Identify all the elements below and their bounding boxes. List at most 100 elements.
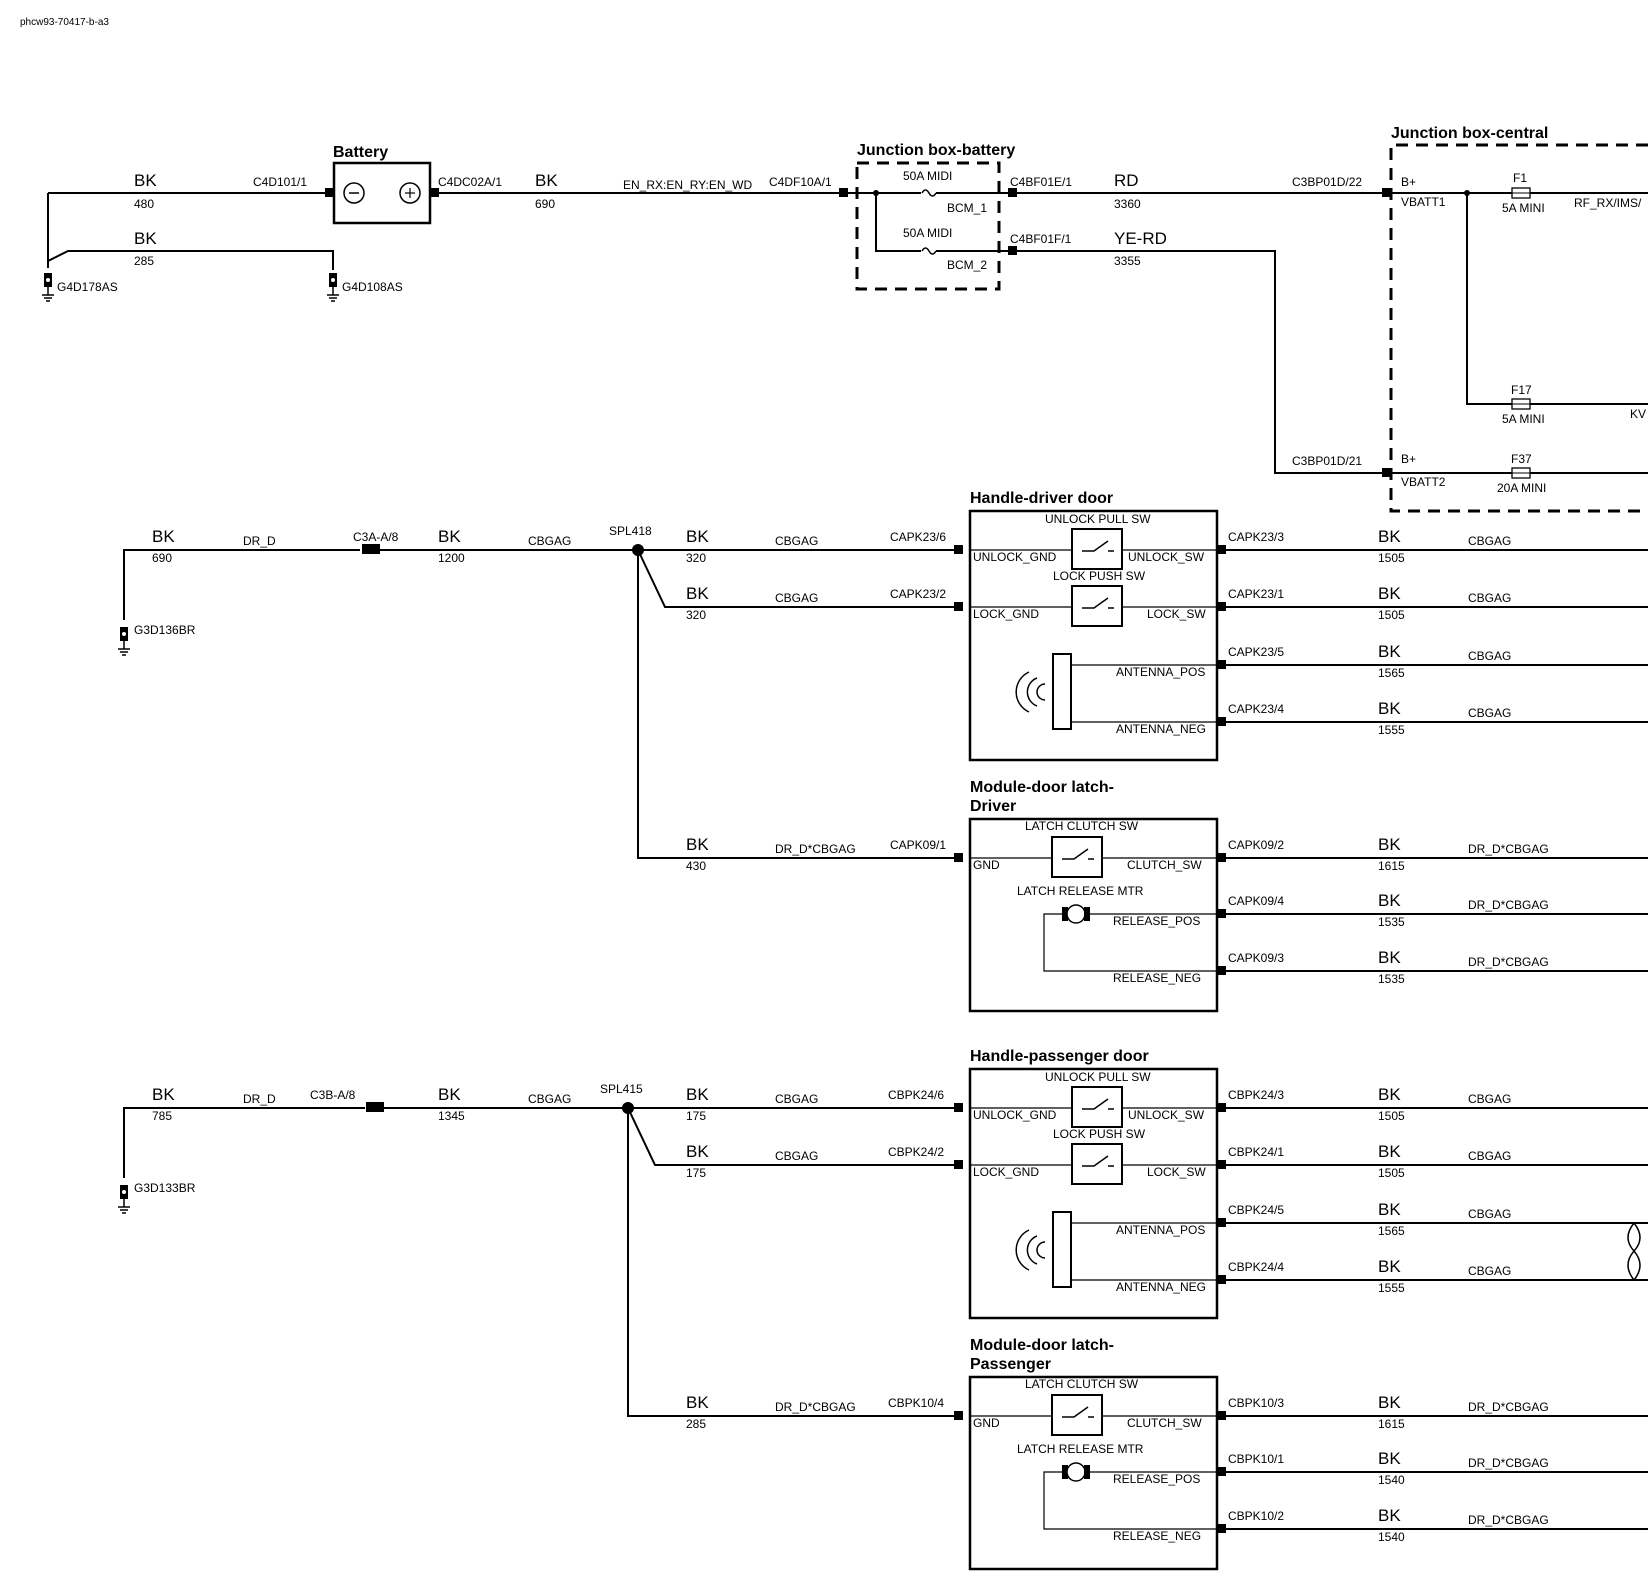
wire-number: 1540 xyxy=(1378,1473,1405,1487)
wire-color: BK xyxy=(1378,1257,1401,1276)
wire-color: BK xyxy=(134,171,157,190)
wire-number: 1535 xyxy=(1378,915,1405,929)
wire-color: BK xyxy=(686,527,709,546)
lock-switch-icon xyxy=(1071,585,1123,627)
pin-function: LOCK_SW xyxy=(1147,607,1206,621)
wire-number: 1555 xyxy=(1378,1281,1405,1295)
switch-label: LATCH CLUTCH SW xyxy=(1025,1377,1139,1391)
wire-color: BK xyxy=(686,835,709,854)
wire-number: 785 xyxy=(152,1109,172,1123)
circuit-code: DR_D*CBGAG xyxy=(775,1400,856,1414)
pin-label: CBPK10/1 xyxy=(1228,1452,1284,1466)
wire-color: BK xyxy=(1378,584,1401,603)
wire-color: BK xyxy=(686,1393,709,1412)
wire-number: 320 xyxy=(686,608,706,622)
circuit-code: DR_D*CBGAG xyxy=(1468,1400,1549,1414)
pin-label: CAPK09/2 xyxy=(1228,838,1284,852)
wire-color: BK xyxy=(152,1085,175,1104)
clutch-switch-icon xyxy=(1051,1394,1103,1436)
switch-label: LATCH CLUTCH SW xyxy=(1025,819,1139,833)
motor-label: LATCH RELEASE MTR xyxy=(1017,1442,1144,1456)
pin-function: ANTENNA_POS xyxy=(1116,1223,1205,1237)
pin-label: CAPK23/4 xyxy=(1228,702,1284,716)
handle-passenger-door-box xyxy=(968,1067,1219,1320)
passenger-door-section: G3D133BR BK 785 DR_D C3B-A/8 BK 1345 CBG… xyxy=(117,1048,1648,1571)
wire-number: 285 xyxy=(686,1417,706,1431)
pin-label: CAPK23/5 xyxy=(1228,645,1284,659)
wire-number: 1540 xyxy=(1378,1530,1405,1544)
wire-color: BK xyxy=(1378,1085,1401,1104)
battery-title: Battery xyxy=(333,144,388,161)
pin-label: CAPK23/3 xyxy=(1228,530,1284,544)
circuit-code: CBGAG xyxy=(1468,1092,1511,1106)
circuit-code: DR_D xyxy=(243,534,276,548)
wire-color: BK xyxy=(438,1085,461,1104)
pin-function: RELEASE_POS xyxy=(1113,1472,1200,1486)
wire-number: 320 xyxy=(686,551,706,565)
pin-label: C3BP01D/22 xyxy=(1292,175,1362,189)
splice-label: SPL415 xyxy=(600,1082,643,1096)
pin-function: GND xyxy=(973,1416,1000,1430)
pin-function: ANTENNA_NEG xyxy=(1116,1280,1206,1294)
circuit-code: CBGAG xyxy=(1468,1207,1511,1221)
latch-passenger-title: Passenger xyxy=(970,1356,1051,1373)
motor-icon xyxy=(1062,1462,1090,1482)
pin-label: C4BF01E/1 xyxy=(1010,175,1072,189)
driver-door-section: 690 G3D136BR BK 690 DR_D C3A-A/8 BK 1200… xyxy=(117,490,1648,1013)
wire-color: YE-RD xyxy=(1114,229,1167,248)
pin-function: ANTENNA_NEG xyxy=(1116,722,1206,736)
wire-color: BK xyxy=(1378,699,1401,718)
pin-label: C3BP01D/21 xyxy=(1292,454,1362,468)
pin-function: UNLOCK_GND xyxy=(973,1108,1057,1122)
switch-label: LOCK PUSH SW xyxy=(1053,569,1146,583)
wire-color: BK xyxy=(1378,527,1401,546)
pin-label: CAPK09/1 xyxy=(890,838,946,852)
vbatt-label: VBATT1 xyxy=(1401,195,1446,209)
switch-label: LOCK PUSH SW xyxy=(1053,1127,1146,1141)
latch-driver-outputs: CAPK09/2 BK 1615 DR_D*CBGAG CAPK09/4 BK … xyxy=(1217,835,1648,986)
wire-color: BK xyxy=(686,584,709,603)
pin-function: UNLOCK_SW xyxy=(1128,1108,1205,1122)
pin-label: C4DF10A/1 xyxy=(769,175,832,189)
bplus-label: B+ xyxy=(1401,452,1416,466)
latch-driver-title: Module-door latch- xyxy=(970,779,1114,796)
fuse-id: F17 xyxy=(1511,383,1532,397)
pin-function: CLUTCH_SW xyxy=(1127,1416,1202,1430)
vbatt-label: VBATT2 xyxy=(1401,475,1446,489)
inline-connector xyxy=(362,544,380,554)
switch-label: UNLOCK PULL SW xyxy=(1045,1070,1151,1084)
switch-label: UNLOCK PULL SW xyxy=(1045,512,1151,526)
circuit-code: DR_D*CBGAG xyxy=(775,842,856,856)
bcm-label: BCM_2 xyxy=(947,258,987,272)
fuse-rating: 50A MIDI xyxy=(903,169,952,183)
unlock-switch-icon xyxy=(1071,1086,1123,1128)
wire-number: 1565 xyxy=(1378,1224,1405,1238)
handle-passenger-outputs: CBPK24/3 BK 1505 CBGAG CBPK24/1 BK 1505 … xyxy=(1217,1085,1648,1295)
junction-box-central-title: Junction box-central xyxy=(1391,125,1548,142)
circuit-code: DR_D*CBGAG xyxy=(1468,898,1549,912)
motor-label: LATCH RELEASE MTR xyxy=(1017,884,1144,898)
pin-label: CBPK24/2 xyxy=(888,1145,944,1159)
circuit-code: DR_D*CBGAG xyxy=(1468,1456,1549,1470)
pin-function: LOCK_GND xyxy=(973,1165,1039,1179)
wire-number: 1200 xyxy=(438,551,465,565)
pin-label: C3A-A/8 xyxy=(353,530,399,544)
inline-connector xyxy=(366,1102,384,1112)
wire-number: 175 xyxy=(686,1109,706,1123)
bplus-label: B+ xyxy=(1401,175,1416,189)
pin-label: CAPK23/2 xyxy=(890,587,946,601)
wire-number: 430 xyxy=(686,859,706,873)
motor-icon xyxy=(1062,904,1090,924)
circuit-code: CBGAG xyxy=(1468,649,1511,663)
junction-box-battery-outline xyxy=(855,161,1001,291)
wire-color: BK xyxy=(1378,1506,1401,1525)
pin-label: CBPK24/4 xyxy=(1228,1260,1284,1274)
pin-label: C3B-A/8 xyxy=(310,1088,356,1102)
junction-box-central: Junction box-central C3BP01D/22 C3BP01D/… xyxy=(1292,125,1648,513)
wire-number: 1345 xyxy=(438,1109,465,1123)
pin-function: LOCK_SW xyxy=(1147,1165,1206,1179)
wire-color: BK xyxy=(535,171,558,190)
junction-box-battery-title: Junction box-battery xyxy=(857,142,1015,159)
circuit-code: CBGAG xyxy=(775,1092,818,1106)
pin-label: CBPK10/3 xyxy=(1228,1396,1284,1410)
